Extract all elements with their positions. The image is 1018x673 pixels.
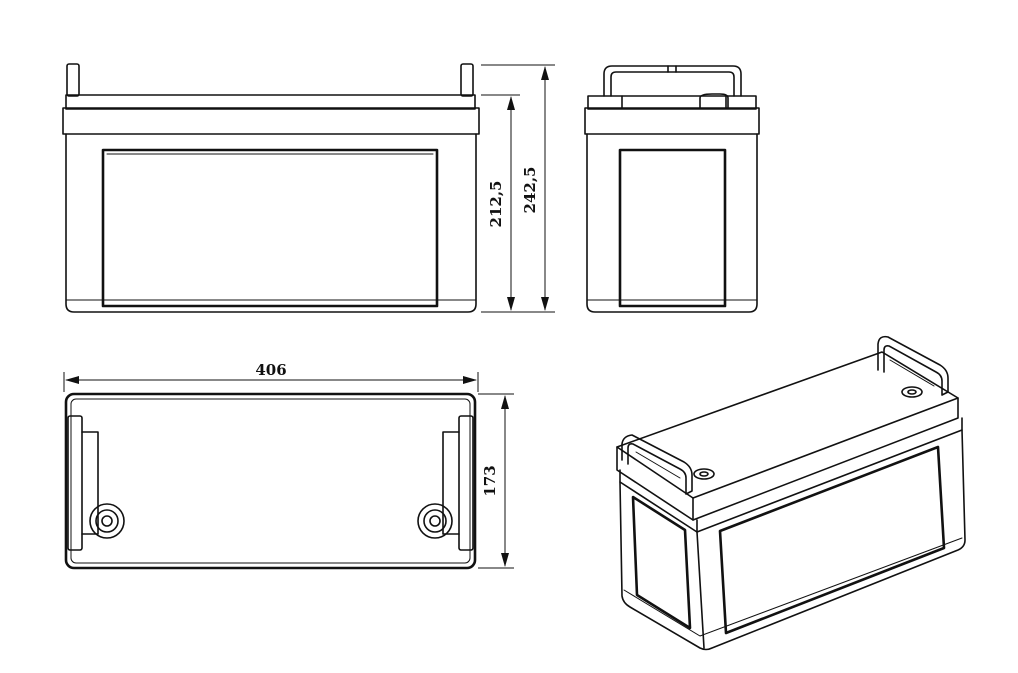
- iso-rear-terminal: [907, 389, 917, 395]
- top-view-left-handle: [67, 415, 83, 551]
- top-view-inner-outline: [70, 398, 471, 564]
- width-label: 173: [481, 465, 499, 496]
- total-height-label: 242,5: [521, 167, 539, 214]
- iso-body: [619, 429, 966, 651]
- top-view: [64, 392, 477, 570]
- iso-lid-lower-rim: [619, 417, 963, 533]
- width-dimension: 173: [478, 393, 514, 569]
- top-view-left-terminal-bolt: [101, 515, 113, 527]
- top-view-right-handle: [458, 415, 474, 551]
- top-view-right-terminal: [423, 509, 447, 533]
- iso-rear-handle: [877, 335, 949, 396]
- length-arrow-right: [463, 376, 477, 384]
- height-dimensions: 212,5 242,5: [481, 64, 555, 313]
- top-view-right-terminal-ring: [417, 503, 453, 539]
- iso-front-handle: [621, 434, 693, 495]
- iso-front-terminal-ring: [693, 468, 715, 480]
- front-view-body: [65, 133, 477, 313]
- container-height-arrow-bottom: [507, 297, 515, 311]
- total-height-arrow-top: [541, 66, 549, 80]
- container-height-arrow-top: [507, 96, 515, 110]
- front-view-right-terminal: [460, 63, 474, 97]
- top-view-left-terminal: [95, 509, 119, 533]
- total-height-arrow-bottom: [541, 297, 549, 311]
- length-dimension: 406: [63, 361, 479, 392]
- width-arrow-bottom: [501, 553, 509, 567]
- top-view-right-handle-mount: [442, 431, 460, 535]
- side-view-lid-top: [587, 95, 757, 110]
- side-view-label-panel: [618, 148, 727, 308]
- iso-lid-top: [616, 351, 959, 499]
- isometric-view: [616, 335, 966, 651]
- front-view-left-terminal: [66, 63, 80, 97]
- iso-base-line: [623, 537, 963, 637]
- container-height-label: 212,5: [487, 181, 505, 228]
- iso-end-label-panel: [631, 495, 692, 630]
- iso-rear-handle-slot: [889, 359, 935, 387]
- top-view-left-terminal-ring: [89, 503, 125, 539]
- iso-front-handle-slot: [635, 451, 681, 479]
- iso-rear-terminal-ring: [901, 386, 923, 398]
- front-view-lid-rim: [62, 107, 480, 135]
- top-view-right-terminal-bolt: [429, 515, 441, 527]
- front-view-label-panel: [101, 148, 439, 308]
- iso-body-front-corner: [696, 531, 705, 649]
- front-view: [62, 63, 480, 313]
- width-arrow-top: [501, 395, 509, 409]
- side-view-lid-rim: [584, 107, 760, 135]
- length-arrow-left: [65, 376, 79, 384]
- side-view-handle-inner: [610, 71, 735, 97]
- top-view-left-handle-mount: [81, 431, 99, 535]
- side-view-body: [586, 133, 758, 313]
- length-label: 406: [255, 361, 286, 379]
- side-view: [584, 65, 760, 313]
- side-view-handle-outer: [603, 65, 742, 97]
- iso-side-label-panel: [718, 445, 946, 635]
- top-view-outline: [64, 392, 477, 570]
- front-view-lid-top: [65, 94, 476, 110]
- iso-front-terminal: [699, 471, 709, 477]
